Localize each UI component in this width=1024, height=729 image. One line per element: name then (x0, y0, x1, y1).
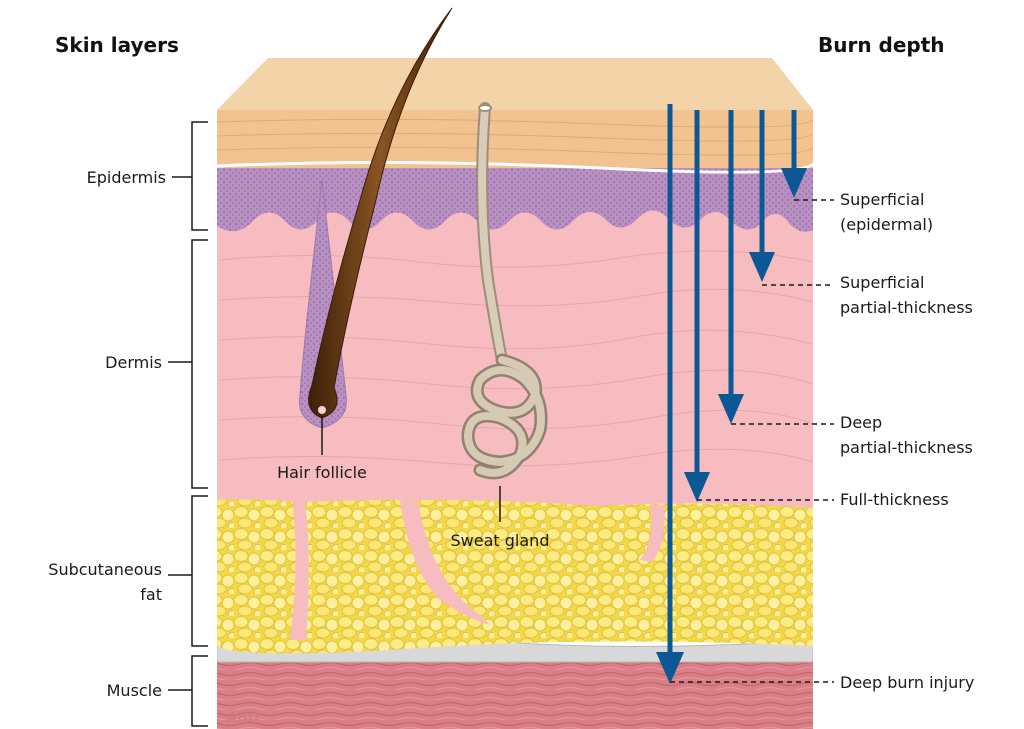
subcutaneous-label-line2: fat (140, 585, 162, 604)
deep-partial-label-line2: partial-thickness (840, 438, 973, 457)
superficial-label-line1: Superficial (840, 190, 924, 209)
hair-follicle-label: Hair follicle (277, 463, 367, 482)
skin-layers-header: Skin layers (55, 33, 179, 57)
artist-signature: ABD (225, 710, 259, 726)
skin-surface (217, 58, 813, 110)
muscle-layer (217, 655, 813, 729)
subcutaneous-label-line1: Subcutaneous (48, 560, 162, 579)
deep-burn-injury-label: Deep burn injury (840, 673, 974, 692)
burn-depth-header: Burn depth (818, 33, 945, 57)
epidermis-outer-layer (217, 110, 813, 168)
epidermis-label: Epidermis (87, 168, 166, 187)
layer-brackets (168, 122, 208, 726)
full-thickness-label: Full-thickness (840, 490, 949, 509)
dermis-label: Dermis (105, 353, 162, 372)
superficial-partial-label-line2: partial-thickness (840, 298, 973, 317)
muscle-label: Muscle (107, 681, 162, 700)
sweat-gland-label: Sweat gland (451, 531, 550, 550)
deep-partial-label-line1: Deep (840, 413, 882, 432)
epidermis-bracket (192, 122, 208, 230)
dermis-bracket (192, 240, 208, 488)
superficial-partial-label-line1: Superficial (840, 273, 924, 292)
muscle-bracket (192, 656, 208, 726)
skin-block: ABD (217, 8, 813, 729)
fat-bracket (192, 496, 208, 646)
superficial-label-line2: (epidermal) (840, 215, 933, 234)
